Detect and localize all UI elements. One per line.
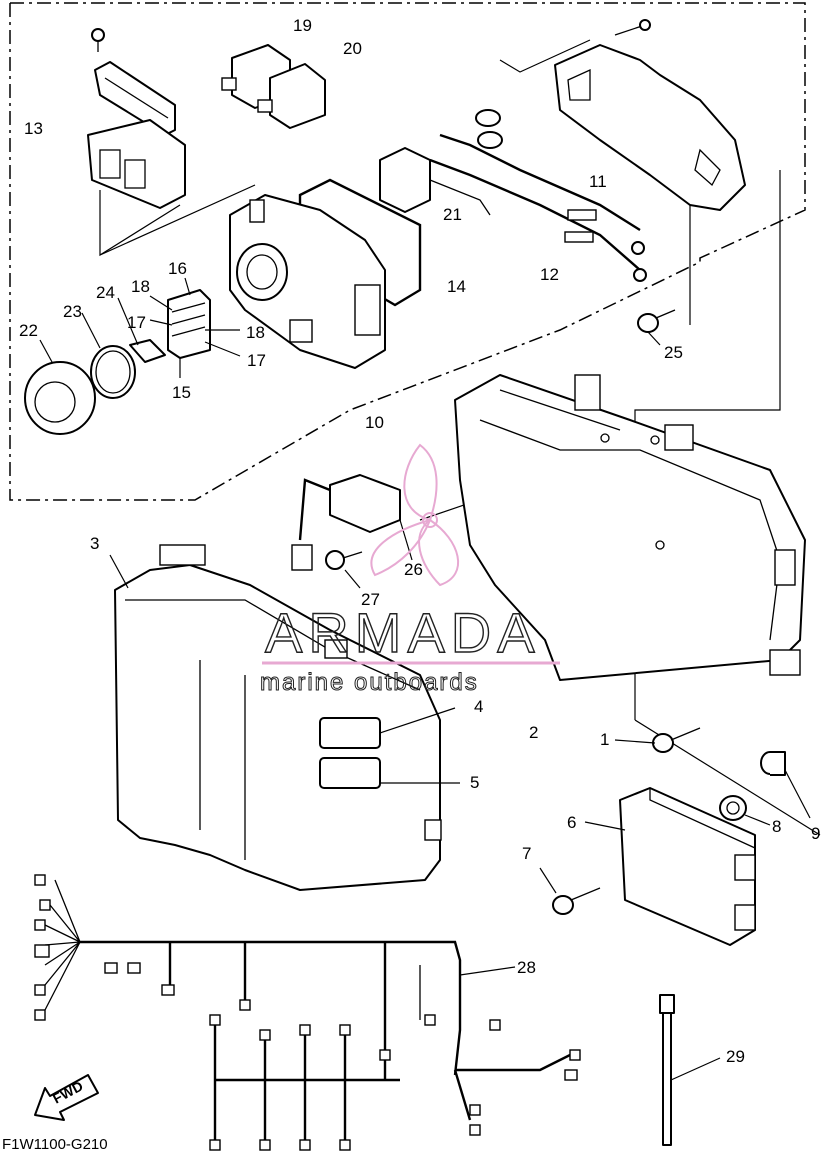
cable-tie-part-29 bbox=[659, 994, 721, 1146]
o-ring-part-23 bbox=[81, 312, 136, 399]
callout-19: 19 bbox=[293, 16, 312, 35]
electrical-box-housing bbox=[229, 194, 386, 369]
cdi-unit-part-6 bbox=[584, 787, 756, 946]
callout-4: 4 bbox=[474, 697, 483, 716]
callout-21: 21 bbox=[443, 205, 462, 224]
cap-part-22 bbox=[24, 339, 96, 435]
callout-12: 12 bbox=[540, 265, 559, 284]
callout-6: 6 bbox=[567, 813, 576, 832]
fuse-box-part-13 bbox=[87, 28, 186, 209]
callout-18a: 18 bbox=[131, 277, 150, 296]
cover-part-3 bbox=[109, 544, 442, 891]
fwd-arrow-icon: FWD bbox=[34, 1074, 99, 1121]
callout-2: 2 bbox=[529, 723, 538, 742]
relay-part-21 bbox=[379, 147, 491, 216]
diagram-code: F1W1100-G210 bbox=[2, 1136, 108, 1153]
callout-20: 20 bbox=[343, 39, 362, 58]
bolt-part-1 bbox=[614, 727, 701, 753]
callout-1: 1 bbox=[600, 730, 609, 749]
decal-part-4 bbox=[319, 707, 456, 749]
callout-3: 3 bbox=[90, 534, 99, 553]
watermark-tagline: marine outboards bbox=[260, 669, 479, 696]
callout-25: 25 bbox=[664, 343, 683, 362]
callout-29: 29 bbox=[726, 1047, 745, 1066]
callout-28: 28 bbox=[517, 958, 536, 977]
callout-17b: 17 bbox=[247, 351, 266, 370]
callout-23: 23 bbox=[63, 302, 82, 321]
decal-part-5 bbox=[319, 757, 460, 789]
callout-16: 16 bbox=[168, 259, 187, 278]
callout-15: 15 bbox=[172, 383, 191, 402]
collar-part-9 bbox=[760, 751, 811, 819]
callout-7: 7 bbox=[522, 844, 531, 863]
callout-10: 10 bbox=[365, 413, 384, 432]
callout-26: 26 bbox=[404, 560, 423, 579]
assembly-boundary bbox=[9, 2, 806, 501]
cover-plate bbox=[554, 19, 746, 211]
callout-5: 5 bbox=[470, 773, 479, 792]
bracket-part-2 bbox=[454, 374, 806, 681]
bolt-part-25 bbox=[637, 309, 676, 346]
callout-9: 9 bbox=[811, 824, 820, 843]
bolt-part-27 bbox=[325, 550, 363, 589]
callout-13: 13 bbox=[24, 119, 43, 138]
callout-14: 14 bbox=[447, 277, 466, 296]
callout-27: 27 bbox=[361, 590, 380, 609]
terminal-block-parts-15-18 bbox=[149, 277, 241, 378]
callout-17a: 17 bbox=[127, 313, 146, 332]
grommet-part-8 bbox=[719, 795, 771, 826]
sensor-part-26 bbox=[291, 474, 413, 571]
watermark: ARMADA marine outboards bbox=[260, 443, 560, 697]
wiring-harness-part-28 bbox=[34, 874, 581, 1151]
bolt-part-7 bbox=[539, 867, 601, 915]
callout-22: 22 bbox=[19, 321, 38, 340]
relays-part-19-20 bbox=[221, 44, 326, 129]
callout-24: 24 bbox=[96, 283, 115, 302]
watermark-brand: ARMADA bbox=[265, 601, 541, 664]
propeller-logo-icon bbox=[370, 443, 459, 587]
callout-8: 8 bbox=[772, 817, 781, 836]
cables-part-11-12 bbox=[429, 109, 647, 282]
callouts: 1 2 3 4 5 6 7 8 9 10 11 12 13 14 15 16 1… bbox=[19, 16, 820, 1066]
fuse-part-24 bbox=[117, 297, 166, 363]
callout-11: 11 bbox=[589, 172, 607, 191]
callout-18b: 18 bbox=[246, 323, 265, 342]
